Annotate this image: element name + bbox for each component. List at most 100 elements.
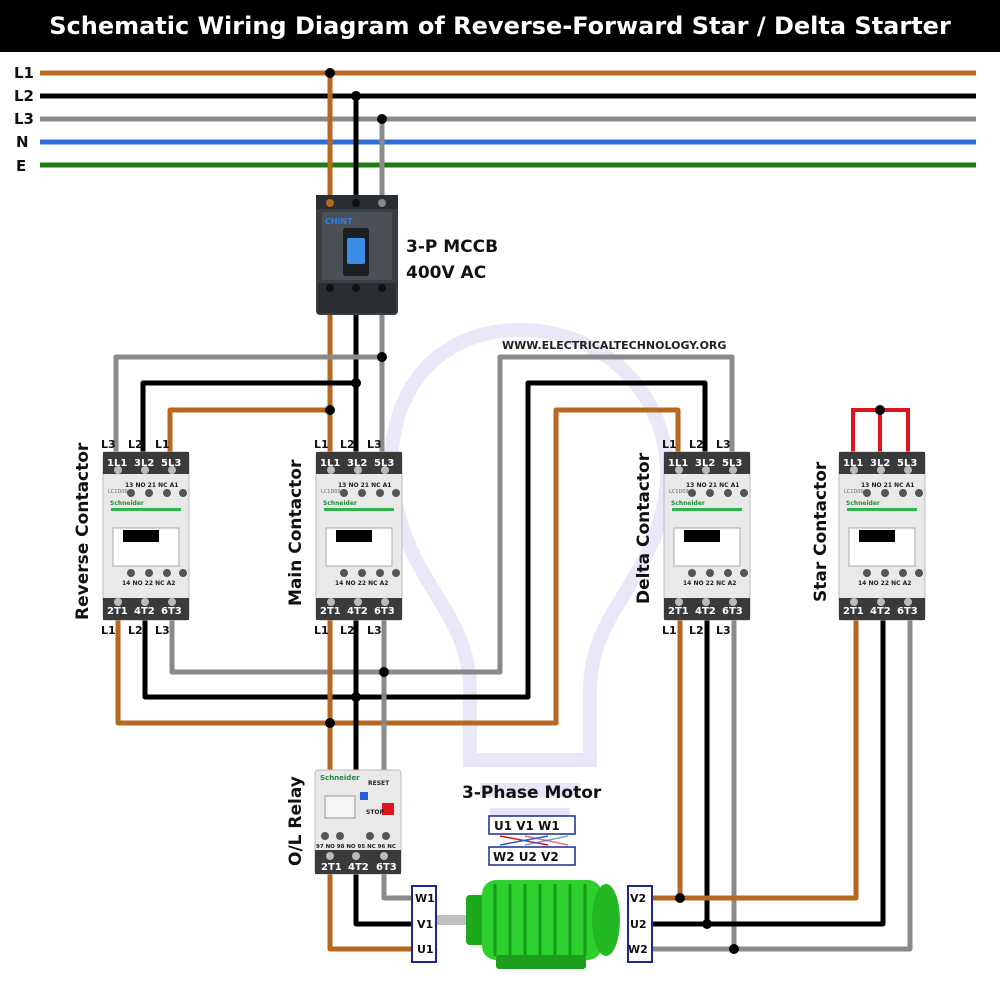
svg-text:4T2: 4T2 xyxy=(134,606,155,617)
svg-text:Schneider: Schneider xyxy=(671,500,705,507)
svg-text:1L1: 1L1 xyxy=(320,458,340,469)
mccb-toggle[interactable] xyxy=(347,238,365,264)
svg-text:4T2: 4T2 xyxy=(870,606,891,617)
svg-text:13 NO 21 NC A1: 13 NO 21 NC A1 xyxy=(686,482,739,489)
star-short-link xyxy=(851,408,910,455)
star-contactor xyxy=(838,451,926,621)
svg-text:5L3: 5L3 xyxy=(161,458,181,469)
svg-text:6T3: 6T3 xyxy=(722,606,743,617)
title-bar xyxy=(0,0,1000,52)
svg-text:4T2: 4T2 xyxy=(695,606,716,617)
svg-text:13 NO 21 NC A1: 13 NO 21 NC A1 xyxy=(125,482,178,489)
svg-text:V1: V1 xyxy=(417,918,433,931)
svg-text:L3: L3 xyxy=(716,438,731,451)
reset-button[interactable] xyxy=(360,792,368,800)
motor-right-terminals: V2 U2 W2 xyxy=(627,885,653,963)
svg-text:2T1: 2T1 xyxy=(668,606,689,617)
svg-text:2T1: 2T1 xyxy=(107,606,128,617)
svg-text:L2: L2 xyxy=(689,624,704,637)
svg-text:LC1D09: LC1D09 xyxy=(669,489,689,495)
bus-labels: L1 L2 L3 N E xyxy=(14,64,34,175)
svg-text:5L3: 5L3 xyxy=(374,458,394,469)
motor-title: 3-Phase Motor xyxy=(462,783,602,803)
contactor-aux-labels: 13 NO 21 NC A1 14 NO 22 NC A2 13 NO 21 NC… xyxy=(122,482,914,587)
svg-text:5L3: 5L3 xyxy=(897,458,917,469)
svg-text:L3: L3 xyxy=(101,438,116,451)
ol-relay-texts: Schneider RESET STOP 97 NO 98 NO 95 NC 9… xyxy=(316,774,397,873)
motor-left-terminals: W1 V1 U1 xyxy=(411,885,437,963)
svg-text:14 NO 22 NC A2: 14 NO 22 NC A2 xyxy=(683,580,736,587)
ol-relay-label: O/L Relay xyxy=(286,776,306,866)
bus-label-l1: L1 xyxy=(14,64,34,82)
bus-label-n: N xyxy=(16,133,29,151)
svg-text:L2: L2 xyxy=(689,438,704,451)
reverse-contactor-label: Reverse Contactor xyxy=(73,442,93,620)
svg-text:L2: L2 xyxy=(128,438,143,451)
svg-text:13 NO 21 NC A1: 13 NO 21 NC A1 xyxy=(861,482,914,489)
svg-text:14 NO 22 NC A2: 14 NO 22 NC A2 xyxy=(335,580,388,587)
svg-text:Schneider: Schneider xyxy=(110,500,144,507)
svg-text:L1: L1 xyxy=(101,624,116,637)
mccb-brand: CHiNT xyxy=(325,217,353,226)
svg-text:6T3: 6T3 xyxy=(374,606,395,617)
junction-dots xyxy=(325,68,885,954)
svg-text:97 NO 98 NO 95 NC 96 NC: 97 NO 98 NO 95 NC 96 NC xyxy=(316,844,396,850)
svg-text:14 NO 22 NC A2: 14 NO 22 NC A2 xyxy=(858,580,911,587)
svg-text:5L3: 5L3 xyxy=(722,458,742,469)
svg-text:L1: L1 xyxy=(314,438,329,451)
contactor-brand-labels: Schneider Schneider Schneider Schneider xyxy=(110,500,880,507)
svg-text:LC1D09: LC1D09 xyxy=(321,489,341,495)
svg-text:1L1: 1L1 xyxy=(843,458,863,469)
mccb-label-2: 400V AC xyxy=(406,263,486,283)
main-contactor-label: Main Contactor xyxy=(286,459,306,606)
bus-label-e: E xyxy=(16,157,26,175)
svg-text:2T1: 2T1 xyxy=(320,606,341,617)
svg-text:V2: V2 xyxy=(630,892,646,905)
watermark-bulb xyxy=(384,322,674,822)
svg-text:6T3: 6T3 xyxy=(161,606,182,617)
svg-text:Schneider: Schneider xyxy=(323,500,357,507)
reverse-contactor xyxy=(102,451,190,621)
stop-button[interactable] xyxy=(382,803,394,815)
svg-text:U2: U2 xyxy=(630,918,647,931)
svg-text:14 NO 22 NC A2: 14 NO 22 NC A2 xyxy=(122,580,175,587)
motor-body xyxy=(432,880,620,969)
svg-text:LC1D09: LC1D09 xyxy=(844,489,864,495)
motor-terminal-box: U1 V1 W1 W2 U2 V2 xyxy=(488,815,576,866)
svg-text:STOP: STOP xyxy=(366,809,385,816)
svg-text:Schneider: Schneider xyxy=(320,774,360,782)
svg-text:W1: W1 xyxy=(415,892,435,905)
svg-text:3L2: 3L2 xyxy=(870,458,890,469)
delta-contactor xyxy=(663,451,751,621)
svg-text:2T1: 2T1 xyxy=(843,606,864,617)
svg-text:W2: W2 xyxy=(628,943,648,956)
motor-top-row: U1 V1 W1 xyxy=(494,819,560,833)
svg-text:L2: L2 xyxy=(340,624,355,637)
svg-text:13 NO 21 NC A1: 13 NO 21 NC A1 xyxy=(338,482,391,489)
bus-label-l3: L3 xyxy=(14,110,34,128)
svg-text:6T3: 6T3 xyxy=(376,862,397,873)
svg-text:2T1: 2T1 xyxy=(321,862,342,873)
svg-text:3L2: 3L2 xyxy=(347,458,367,469)
svg-text:3L2: 3L2 xyxy=(134,458,154,469)
svg-text:L3: L3 xyxy=(716,624,731,637)
svg-text:L1: L1 xyxy=(662,438,677,451)
svg-text:1L1: 1L1 xyxy=(107,458,127,469)
overload-relay xyxy=(314,769,402,875)
bus-label-l2: L2 xyxy=(14,87,34,105)
svg-text:1L1: 1L1 xyxy=(668,458,688,469)
svg-text:LC1D09: LC1D09 xyxy=(108,489,128,495)
motor-bottom-row: W2 U2 V2 xyxy=(493,850,559,864)
bus-lines xyxy=(40,70,976,168)
svg-text:Schneider: Schneider xyxy=(846,500,880,507)
svg-text:L1: L1 xyxy=(662,624,677,637)
svg-text:L1: L1 xyxy=(314,624,329,637)
svg-text:L3: L3 xyxy=(155,624,170,637)
mccb-breaker: CHiNT xyxy=(316,195,398,315)
mccb-label-1: 3-P MCCB xyxy=(406,237,498,257)
svg-text:3L2: 3L2 xyxy=(695,458,715,469)
svg-text:L3: L3 xyxy=(367,438,382,451)
